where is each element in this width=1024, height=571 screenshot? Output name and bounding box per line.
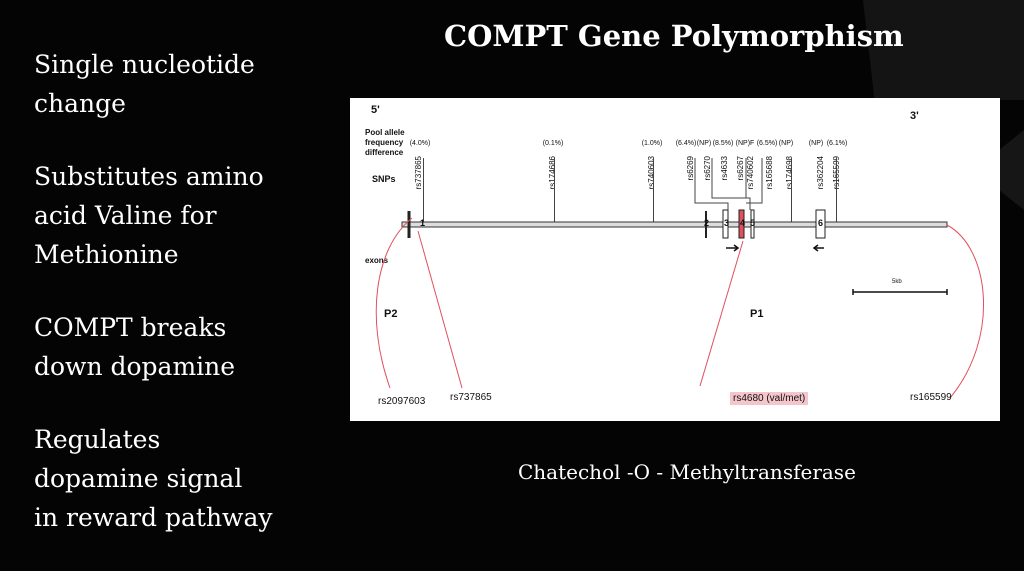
pct: (1.0%) — [641, 140, 663, 147]
three-prime-label: 3' — [910, 110, 919, 122]
callout-pointer — [699, 240, 744, 387]
pool-label: Pool allele frequency difference — [365, 128, 405, 157]
callout-label: rs2097603 — [378, 396, 426, 407]
exon-label: 6 — [818, 218, 824, 228]
bullet: Substitutes amino acid Valine for Methio… — [34, 162, 264, 269]
pct: (NP) — [696, 140, 712, 147]
pct: (6.1%) — [826, 140, 848, 147]
snps-label: SNPs — [372, 174, 396, 184]
figure-caption: Chatechol -O - Methyltransferase — [518, 460, 856, 484]
callout-label: rs165599 — [910, 392, 952, 403]
background-shape — [863, 0, 1024, 100]
pct: (NP) — [808, 140, 824, 147]
callout-pointer — [417, 230, 463, 389]
exon-4-box — [738, 209, 745, 239]
exon-6-box — [815, 209, 826, 239]
callout-label-highlighted: rs4680 (val/met) — [730, 392, 809, 405]
pct: (NP)F — [735, 140, 755, 147]
snp-marker-line — [423, 158, 424, 224]
snp-marker-line — [791, 158, 792, 224]
exon-label: 3 — [724, 218, 730, 228]
exon-label: 2 — [704, 218, 710, 228]
callout-pointer — [946, 224, 985, 399]
gene-bar — [401, 221, 948, 228]
arrow-left-icon — [812, 244, 824, 252]
pct: (6.4%) — [675, 140, 697, 147]
exon-3-box — [722, 209, 729, 239]
pct: (0.1%) — [542, 140, 564, 147]
exons-label: exons — [365, 256, 389, 265]
gene-structure — [375, 158, 985, 399]
arrow-right-icon — [726, 244, 740, 252]
bullet: Regulates dopamine signal in reward path… — [34, 425, 273, 532]
scale-label: 5kb — [892, 279, 902, 285]
exon-5-box — [750, 209, 755, 239]
snp-connector-lines — [694, 158, 763, 210]
bullet: Single nucleotide change — [34, 50, 255, 118]
exon-label: 1 — [420, 218, 426, 228]
bullet: COMPT breaks down dopamine — [34, 313, 236, 381]
gene-diagram: 5' 3' Pool allele frequency difference S… — [350, 98, 1000, 421]
bullet-list: Single nucleotide change Substitutes ami… — [34, 45, 274, 571]
slide-title: COMPT Gene Polymorphism — [444, 19, 904, 53]
pct: (6.5%) — [756, 140, 778, 147]
exon-label: 5 — [750, 218, 756, 228]
exon-label: 4 — [740, 218, 746, 228]
pct: (NP) — [778, 140, 794, 147]
pct: (4.0%) — [409, 140, 431, 147]
callout-pointer — [375, 217, 413, 389]
p1-label: P1 — [750, 308, 764, 320]
snp-marker-line — [836, 158, 837, 224]
snp-marker-line — [554, 158, 555, 224]
pct: (8.5%) — [712, 140, 734, 147]
scale-bar — [852, 289, 948, 295]
snp-marker-line — [653, 158, 654, 224]
p2-label: P2 — [384, 308, 398, 320]
callout-label: rs737865 — [450, 392, 492, 403]
five-prime-label: 5' — [371, 104, 380, 116]
